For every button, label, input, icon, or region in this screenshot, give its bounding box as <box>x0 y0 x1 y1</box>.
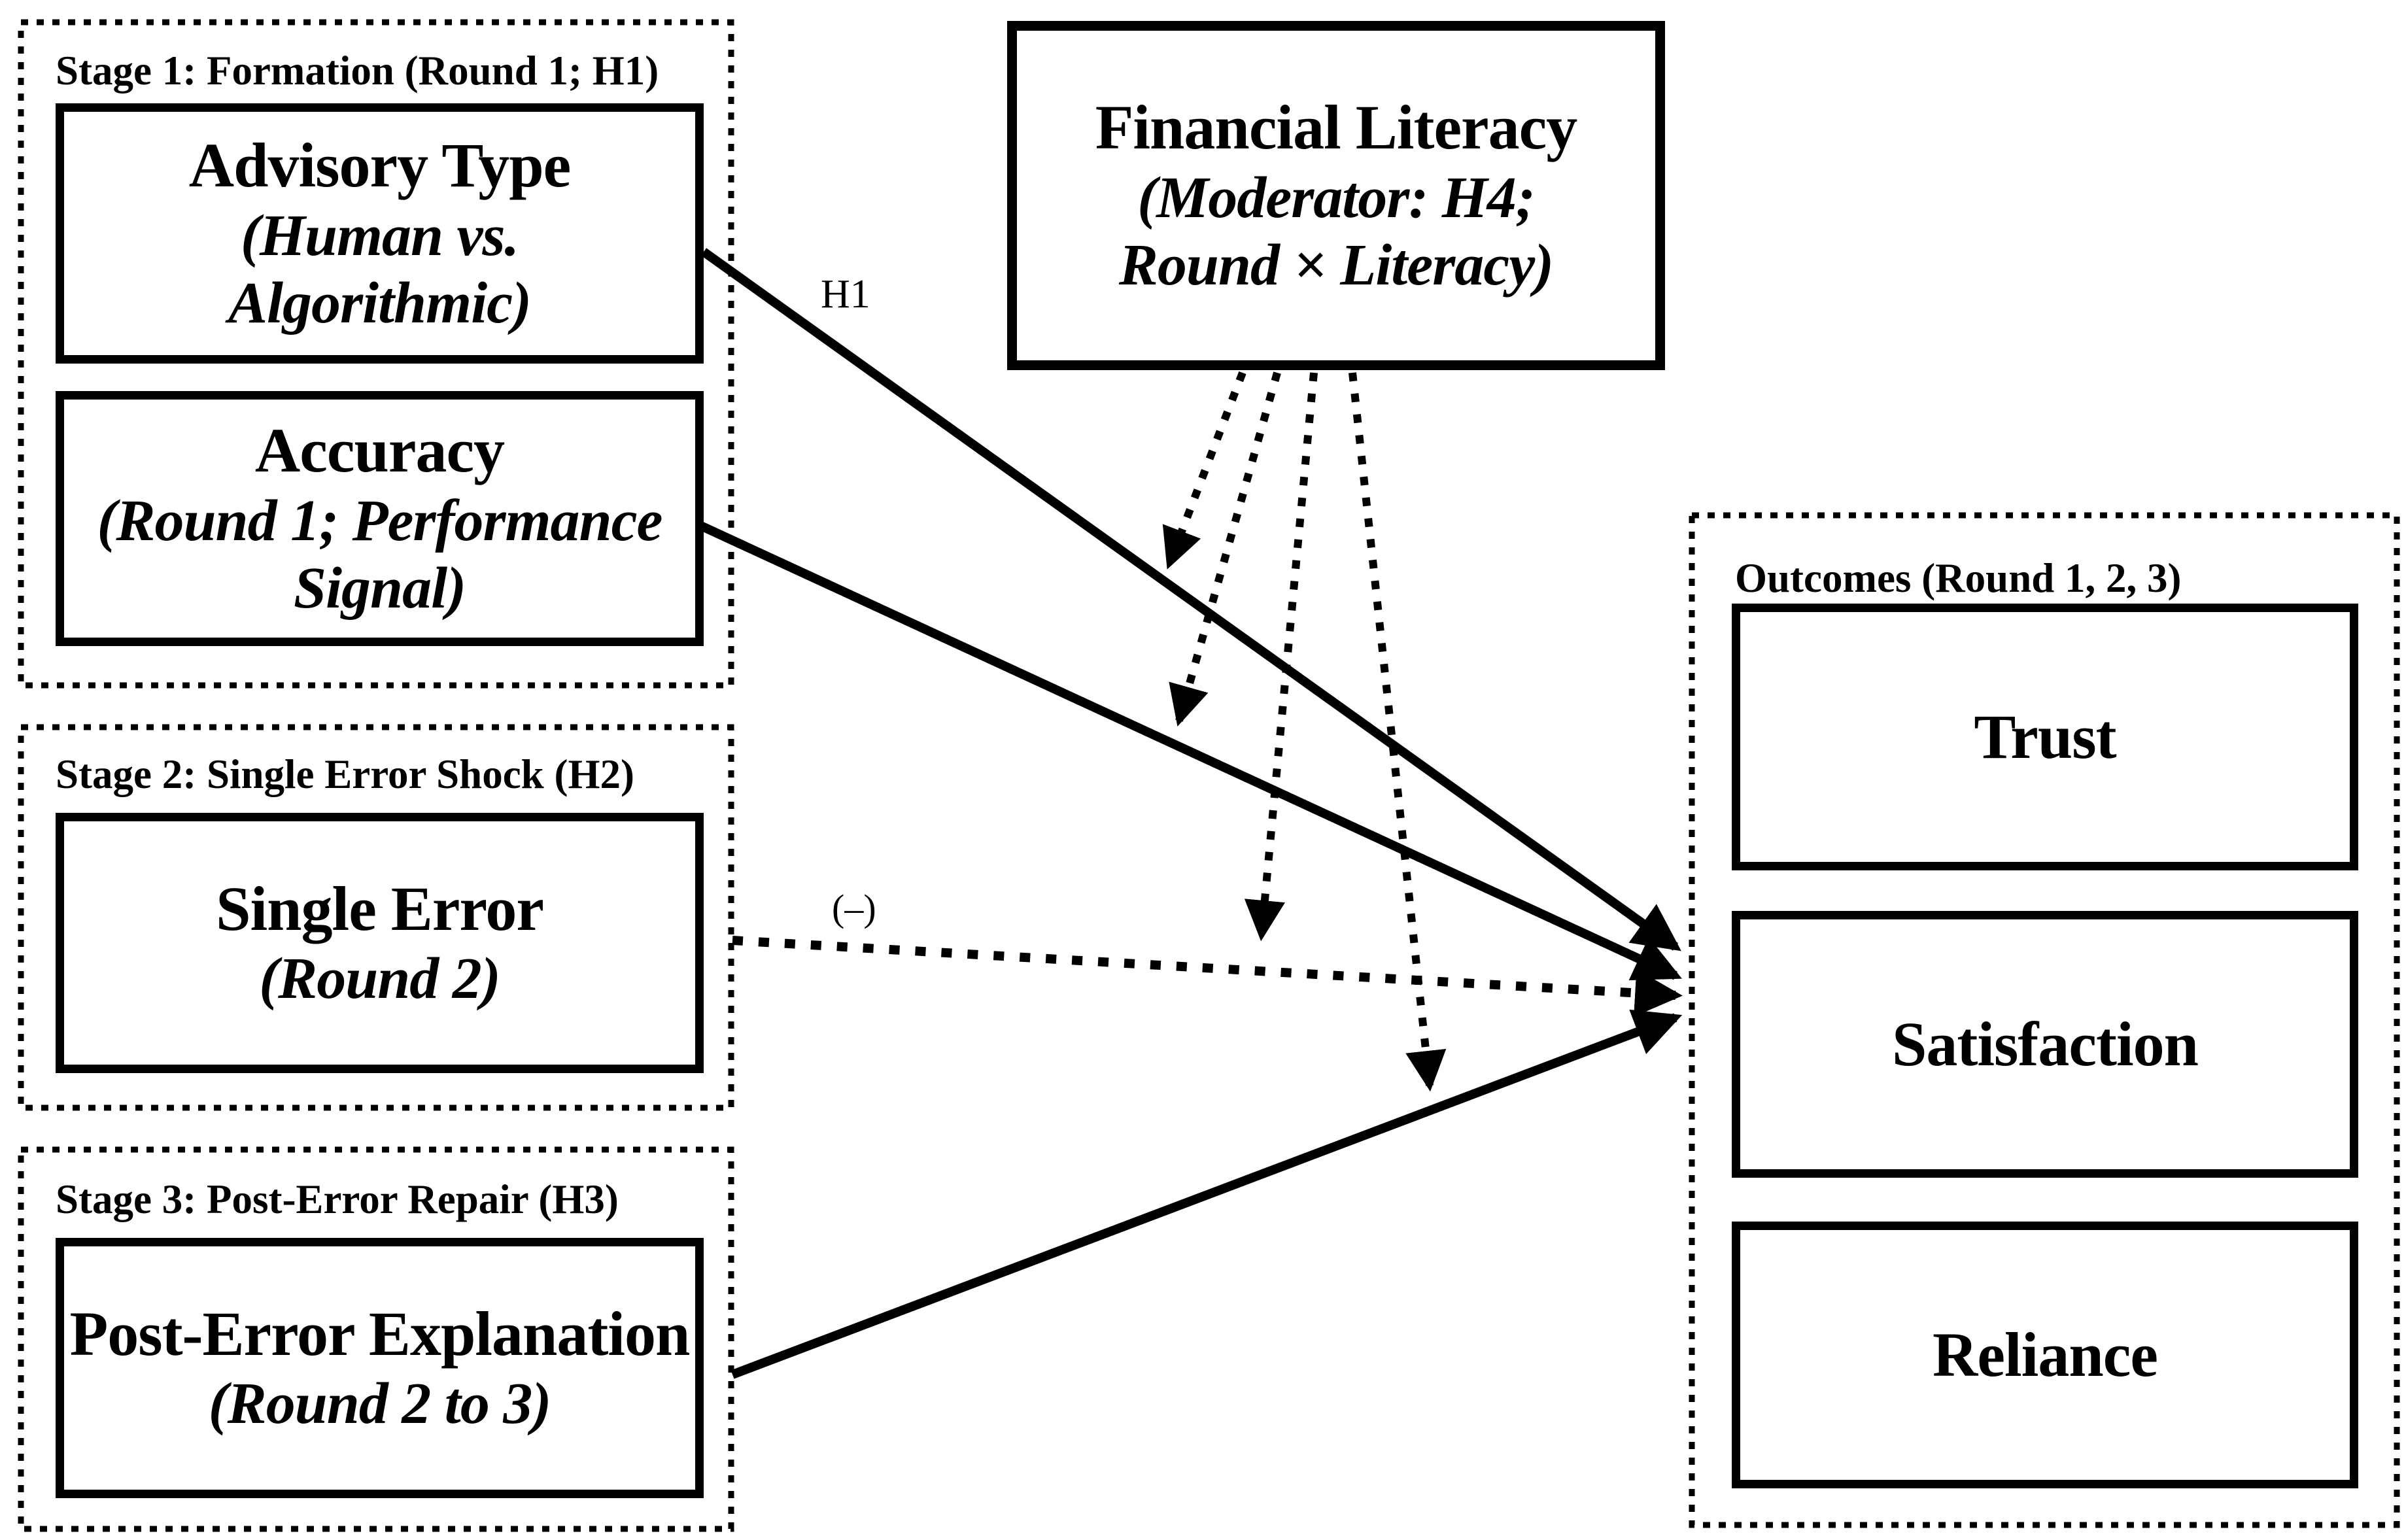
advisory-type-subtitle: (Human vs. Algorithmic) <box>228 203 532 336</box>
accuracy-box: Accuracy (Round 1; Performance Signal) <box>56 391 704 646</box>
h1-path-label: H1 <box>821 272 870 317</box>
financial-literacy-box: Financial Literacy (Moderator: H4; Round… <box>1007 21 1665 370</box>
single-error-title: Single Error <box>216 874 544 944</box>
trust-label: Trust <box>1974 701 2116 772</box>
reliance-box: Reliance <box>1732 1222 2358 1488</box>
reliance-label: Reliance <box>1933 1319 2158 1390</box>
path-post-error-to-outcomes-arrow <box>730 1009 1683 1379</box>
outcomes-container-border <box>1689 512 2400 1528</box>
stage2-title: Stage 2: Single Error Shock (H2) <box>56 751 634 797</box>
stage1-container-border <box>18 19 734 689</box>
accuracy-subtitle: (Round 1; Performance Signal) <box>97 488 663 621</box>
financial-literacy-subtitle-line2: Round × Literacy) <box>1118 233 1554 298</box>
stage3-title: Stage 3: Post-Error Repair (H3) <box>56 1176 619 1222</box>
satisfaction-label: Satisfaction <box>1892 1008 2199 1079</box>
moderation-arrow-on-advisory-path <box>1162 371 1246 570</box>
stage1-title: Stage 1: Formation (Round 1; H1) <box>56 48 659 94</box>
satisfaction-box: Satisfaction <box>1732 911 2358 1178</box>
outcomes-title: Outcomes (Round 1, 2, 3) <box>1735 555 2182 601</box>
advisory-type-title: Advisory Type <box>188 130 572 201</box>
stage2-container-border <box>18 724 734 1111</box>
path-accuracy-to-outcomes-arrow <box>693 519 1682 981</box>
single-error-box: Single Error (Round 2) <box>56 813 704 1073</box>
post-error-explanation-box: Post-Error Explanation (Round 2 to 3) <box>56 1238 704 1498</box>
post-error-explanation-subtitle: (Round 2 to 3) <box>208 1371 552 1437</box>
advisory-type-box: Advisory Type (Human vs. Algorithmic) <box>56 103 704 364</box>
single-error-subtitle: (Round 2) <box>259 946 501 1012</box>
financial-literacy-title: Financial Literacy <box>1095 92 1578 163</box>
moderation-arrow-on-post-error-path <box>1349 372 1447 1092</box>
post-error-explanation-title: Post-Error Explanation <box>69 1299 691 1369</box>
accuracy-title: Accuracy <box>254 415 505 486</box>
path-advisory-to-outcomes-arrow <box>700 248 1681 951</box>
stage3-container-border <box>18 1146 734 1532</box>
trust-box: Trust <box>1732 604 2358 870</box>
financial-literacy-subtitle-line1: (Moderator: H4; <box>1137 165 1535 230</box>
path-single-error-to-outcomes-dotted-arrow <box>732 936 1683 1017</box>
moderation-arrow-on-accuracy-path <box>1169 371 1281 727</box>
negative-effect-label: (–) <box>832 887 876 929</box>
